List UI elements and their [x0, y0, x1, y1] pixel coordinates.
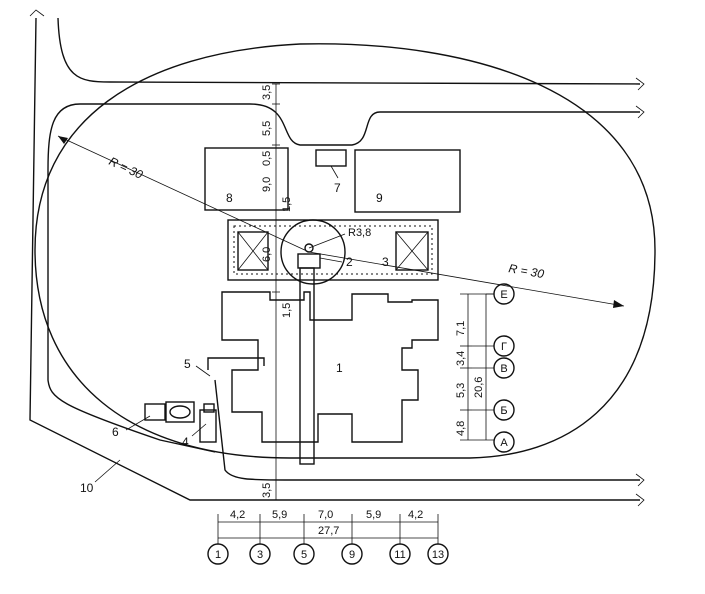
mixer-cab	[165, 401, 195, 423]
axis-label-13: 13	[432, 549, 444, 561]
crane-swing-circle	[280, 219, 346, 285]
vdim-bottom: 3,5	[261, 483, 273, 498]
rdim-d2: 3,4	[455, 351, 467, 366]
axis-label-9: 9	[349, 549, 355, 561]
axis-bubble-e	[493, 283, 515, 305]
vdim-track: 6,0	[261, 247, 273, 262]
axis-label-1: 1	[215, 549, 221, 561]
office-leader	[330, 165, 339, 179]
hoist	[199, 409, 217, 443]
label-hoist-track: 5	[184, 357, 191, 371]
rdim-d1: 7,1	[455, 321, 467, 336]
mixer-drum	[169, 405, 191, 419]
road-break-1	[635, 77, 645, 91]
road-lower-loop	[214, 379, 640, 481]
axis-label-a: А	[500, 437, 508, 449]
vdim-top-c: 9,0	[261, 177, 273, 192]
axis-bubble-3	[249, 543, 271, 565]
radius-swing-label: R3,8	[348, 227, 371, 239]
hoist-track-leader	[195, 365, 211, 377]
radius-arrow-left	[58, 136, 68, 144]
axis-bubble-5	[293, 543, 315, 565]
road-break-3	[635, 473, 645, 487]
label-hoist: 4	[182, 435, 189, 449]
mixer-box	[144, 403, 166, 421]
axis-bubble-13	[427, 543, 449, 565]
road-break-top	[29, 9, 45, 17]
label-road: 10	[80, 481, 94, 495]
label-store-left: 8	[226, 191, 233, 205]
crane-zone-outer	[227, 219, 439, 281]
hoist-track	[207, 357, 265, 370]
road-left-inner	[57, 17, 641, 85]
crane-boom	[299, 267, 315, 465]
road-break-2	[635, 105, 645, 119]
rdim-d4: 4,8	[455, 421, 467, 436]
bdim-d4: 5,9	[366, 509, 381, 521]
vdim-top-b: 5,5	[261, 121, 273, 136]
track-buffer-left	[237, 231, 269, 271]
label-office: 7	[334, 181, 341, 195]
vdim-mid: 1,5	[281, 303, 293, 318]
radius-line-left	[57, 135, 310, 253]
vdim-top-d: 0,5	[261, 151, 273, 166]
road-break-4	[635, 493, 645, 507]
vdim-top-e: 1,5	[281, 197, 293, 212]
crane-zone-inner	[233, 225, 433, 275]
site-boundary	[34, 43, 656, 459]
axis-bubble-9	[341, 543, 363, 565]
building-outline	[221, 291, 439, 443]
radius-line-right	[308, 251, 625, 307]
axis-label-b: Б	[500, 405, 507, 417]
axis-label-5: 5	[301, 549, 307, 561]
label-crane: 2	[346, 255, 353, 269]
hoist-leader	[191, 423, 207, 437]
crane-body	[297, 253, 321, 269]
label-mixer: 6	[112, 425, 119, 439]
crane-leader	[319, 257, 343, 263]
radius-right-label: R = 30	[507, 261, 545, 281]
vdim-top-a: 3,5	[261, 85, 273, 100]
bdim-d2: 5,9	[272, 509, 287, 521]
store-right	[354, 149, 461, 213]
store-left	[204, 147, 289, 211]
axis-bubble-a	[493, 431, 515, 453]
axis-label-g: Г	[501, 341, 507, 353]
bdim-d5: 4,2	[408, 509, 423, 521]
crane-radius-line	[308, 233, 346, 249]
office	[315, 149, 347, 167]
radius-left-label: R = 30	[107, 154, 146, 182]
bdim-d3: 7,0	[318, 509, 333, 521]
hoist-top	[203, 403, 215, 413]
road-leader	[94, 459, 121, 483]
axis-label-3: 3	[257, 549, 263, 561]
label-crane-track: 3	[382, 255, 389, 269]
bdim-total: 27,7	[318, 525, 339, 537]
axis-label-e: Е	[500, 289, 507, 301]
axis-bubble-1	[207, 543, 229, 565]
rdim-total: 20,6	[473, 377, 485, 398]
bdim-d1: 4,2	[230, 509, 245, 521]
label-building: 1	[336, 361, 343, 375]
road-upper-loop	[47, 103, 640, 453]
label-store-right: 9	[376, 191, 383, 205]
axis-label-11: 11	[394, 549, 405, 561]
axis-label-v: В	[500, 363, 507, 375]
road-left-outer	[29, 17, 640, 501]
radius-arrow-right	[613, 300, 624, 308]
track-buffer-right-x	[395, 231, 429, 271]
mixer-leader	[125, 415, 151, 431]
track-buffer-left-x	[237, 231, 269, 271]
rdim-d3: 5,3	[455, 383, 467, 398]
axis-bubble-11	[389, 543, 411, 565]
